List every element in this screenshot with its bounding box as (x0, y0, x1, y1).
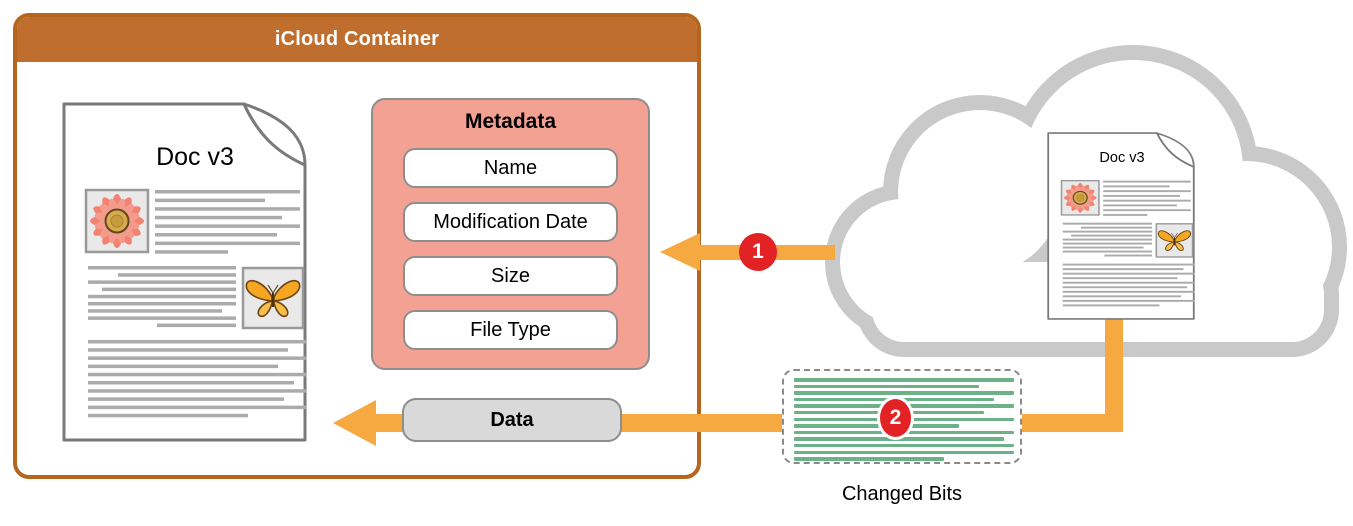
cloud-document-label: Doc v3 (1099, 150, 1145, 166)
step-2-badge: 2 (877, 396, 914, 440)
changed-bits-label: Changed Bits (841, 483, 963, 505)
data-pill: Data (402, 398, 622, 442)
document-label: Doc v3 (156, 143, 234, 171)
metadata-field-modification-date: Modification Date (403, 202, 618, 242)
metadata-box: Metadata Name Modification Date Size Fil… (371, 98, 650, 370)
icloud-container-header: iCloud Container (17, 17, 697, 62)
metadata-title: Metadata (464, 110, 557, 133)
step-1-badge: 1 (739, 233, 777, 271)
metadata-field-file-type: File Type (403, 310, 618, 350)
metadata-field-size: Size (403, 256, 618, 296)
metadata-field-name: Name (403, 148, 618, 188)
icloud-container-title: iCloud Container (274, 28, 440, 50)
